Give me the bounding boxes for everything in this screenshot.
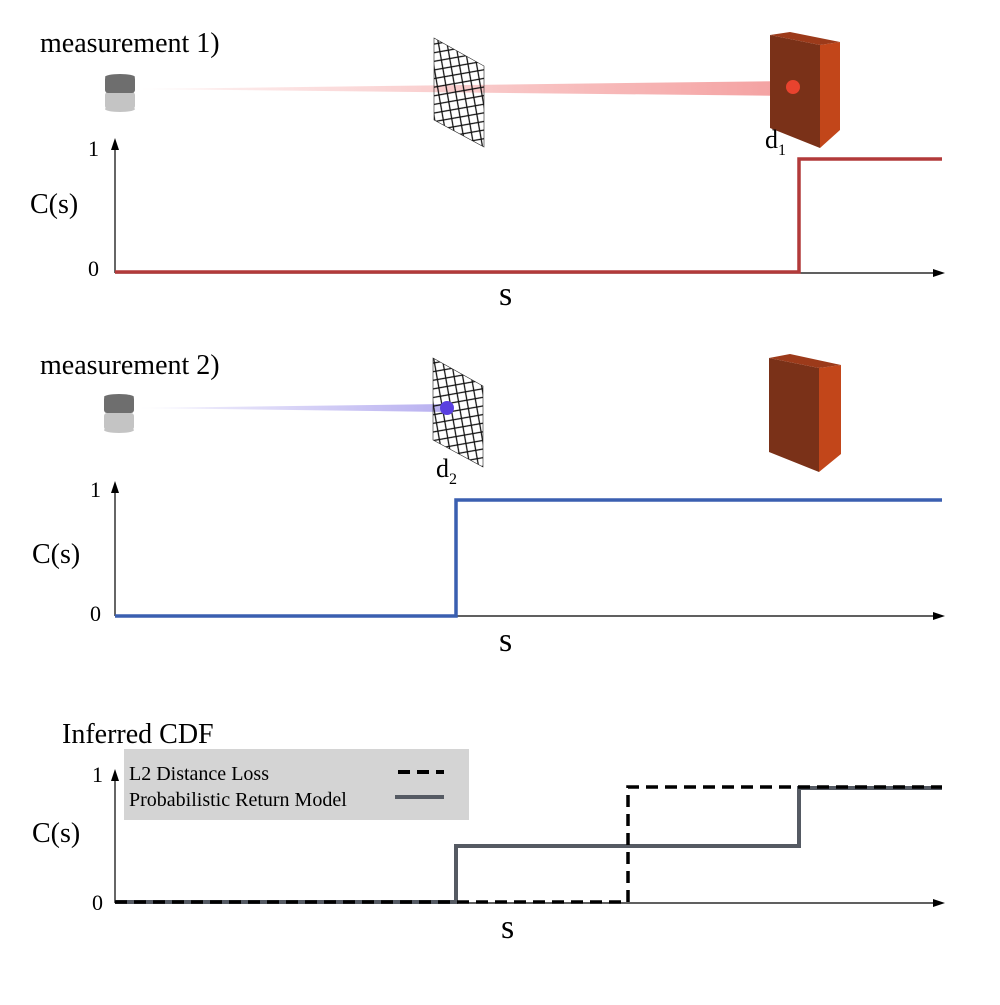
- wall-icon: [769, 354, 841, 472]
- panel-2-title: measurement 2): [40, 350, 220, 381]
- sensor-icon: [104, 394, 134, 433]
- panel-2-xlabel: s: [499, 622, 512, 659]
- panel-3-title: Inferred CDF: [62, 719, 214, 750]
- panel-2-ytick-0: 0: [90, 601, 101, 626]
- panel-3-ytick-1: 1: [92, 762, 103, 787]
- panel-3-ylabel: C(s): [32, 818, 80, 849]
- panel-2-cdf-curve: [115, 498, 942, 618]
- laser-beam-2: [139, 404, 446, 412]
- panel-1-title: measurement 1): [40, 28, 220, 59]
- panel-3-ytick-0: 0: [92, 890, 103, 915]
- hit-label-2: d2: [436, 454, 457, 488]
- hit-point-2: [440, 401, 454, 415]
- legend-label-probabilistic: Probabilistic Return Model: [129, 789, 347, 811]
- mesh-obstacle-icon: [432, 357, 484, 468]
- legend-label-l2: L2 Distance Loss: [129, 763, 269, 785]
- hit-label-1: d1: [765, 125, 786, 159]
- legend-box: [124, 749, 469, 820]
- panel-1-ylabel: C(s): [30, 189, 78, 220]
- panel-3-xlabel: s: [501, 909, 514, 946]
- panel-1-cdf-curve: [115, 157, 942, 274]
- panel-1-xlabel: s: [499, 276, 512, 313]
- panel-2-ytick-1: 1: [90, 477, 101, 502]
- panel-measurement-2: measurement 2) d2 1 0 C(s) s: [32, 350, 945, 659]
- hit-point-1: [786, 80, 800, 94]
- mesh-obstacle-icon: [433, 37, 485, 148]
- panel-1-ytick-0: 0: [88, 256, 99, 281]
- wall-icon: [770, 32, 840, 148]
- panel-1-ytick-1: 1: [88, 136, 99, 161]
- panel-measurement-1: measurement 1) d1 1 0: [30, 28, 945, 313]
- sensor-icon: [105, 74, 135, 112]
- panel-inferred: Inferred CDF 1 0 C(s) s L2 Distance Loss…: [32, 719, 945, 946]
- legend: L2 Distance Loss Probabilistic Return Mo…: [124, 749, 469, 820]
- panel-2-axes: [111, 481, 945, 620]
- panel-2-ylabel: C(s): [32, 539, 80, 570]
- l2-distance-curve: [115, 785, 942, 904]
